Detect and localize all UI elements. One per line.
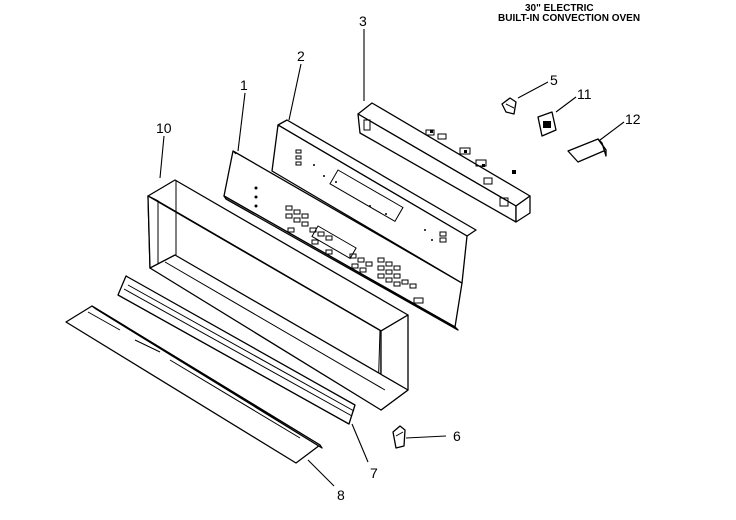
callout-part-5: 5	[550, 72, 558, 88]
callout-part-3: 3	[359, 13, 367, 29]
callout-part-8: 8	[337, 487, 345, 503]
part-3-control-board	[357, 102, 531, 223]
callout-part-7: 7	[370, 465, 378, 481]
part-11-bracket	[537, 111, 557, 137]
leader-lines	[159, 29, 625, 487]
part-6-clip	[392, 425, 406, 449]
part-7-lower-channel	[117, 275, 356, 425]
callout-part-12: 12	[625, 111, 641, 127]
part-12-shield	[567, 138, 607, 163]
callout-part-10: 10	[156, 120, 172, 136]
diagram-title-line-2: BUILT-IN CONVECTION OVEN	[498, 13, 640, 24]
callout-part-1: 1	[240, 77, 248, 93]
part-2-control-panel-backing	[271, 119, 477, 284]
diagram-title-line-1: 30" ELECTRIC	[525, 3, 594, 14]
part-2-keypad	[295, 149, 447, 243]
callout-part-6: 6	[453, 428, 461, 444]
callout-part-2: 2	[297, 48, 305, 64]
part-8-trim-strip	[65, 305, 323, 464]
part-1-keypad	[285, 205, 424, 304]
part-10-control-panel-frame	[147, 179, 409, 411]
part-1-control-panel-overlay	[223, 150, 463, 331]
callout-part-11: 11	[577, 86, 592, 102]
part-5-clip	[501, 97, 517, 115]
